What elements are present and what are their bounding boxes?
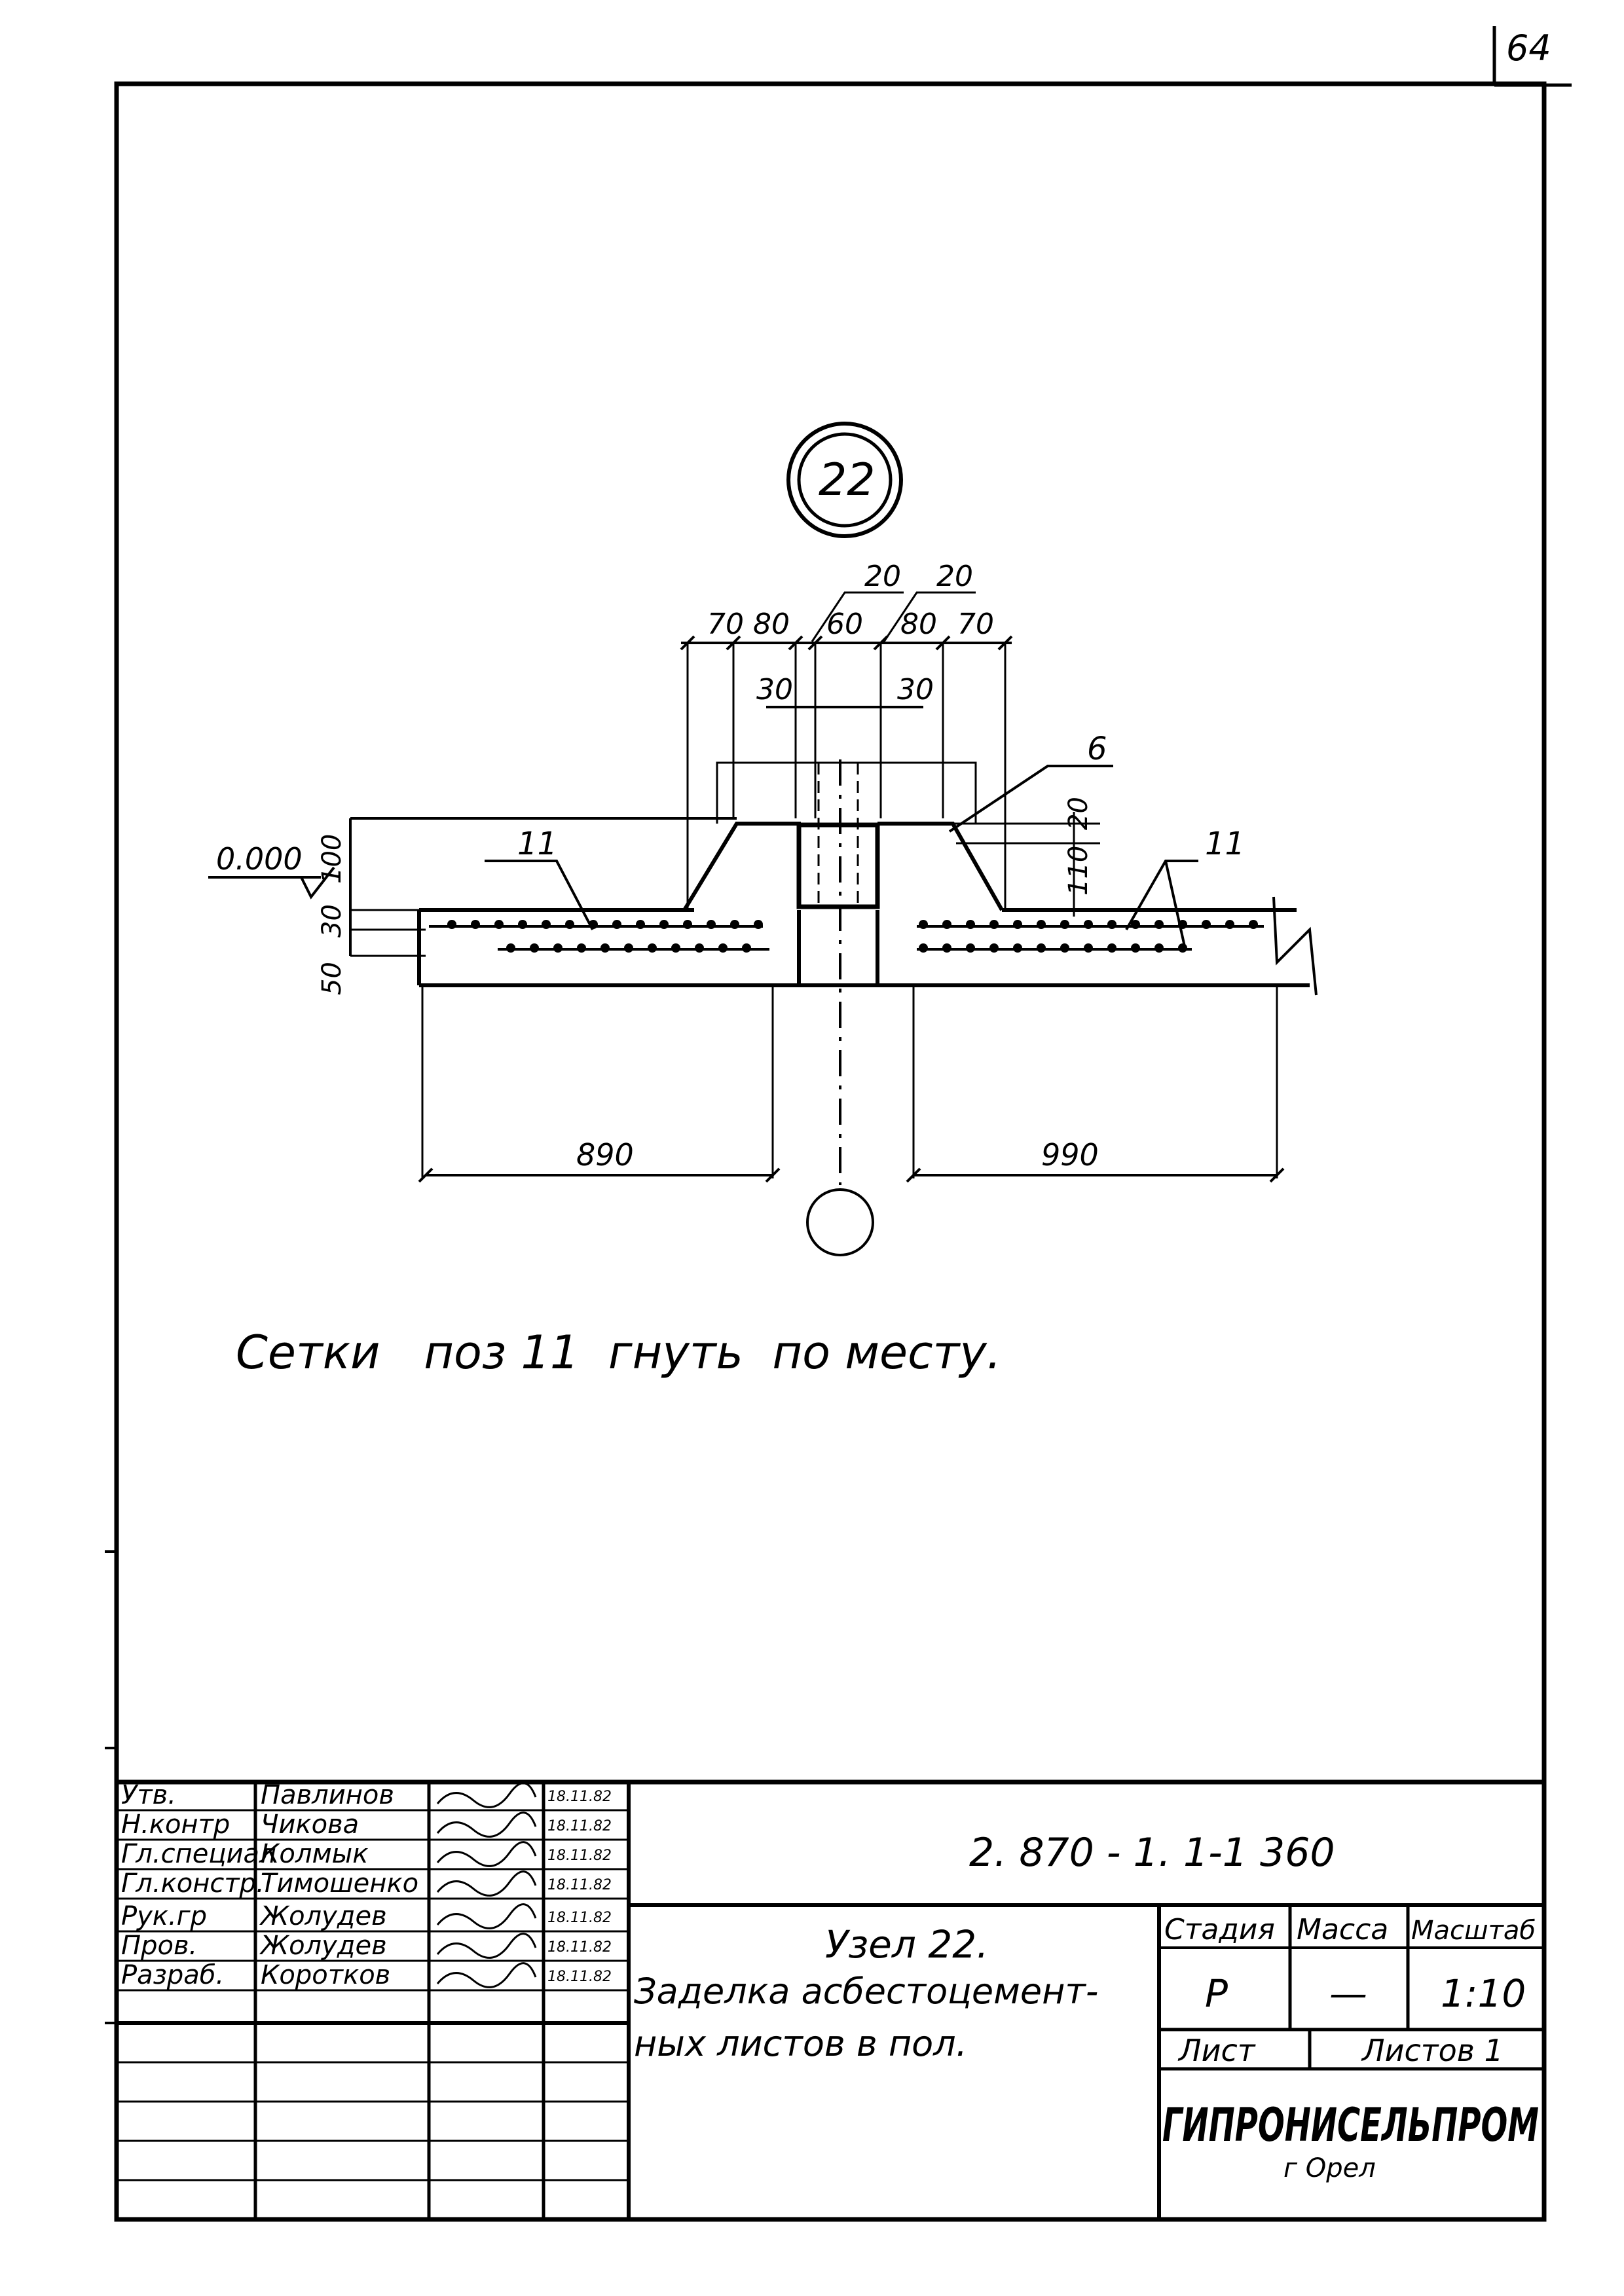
signature-mark xyxy=(436,1812,537,1838)
title-block-role: Утв. xyxy=(121,1780,176,1810)
title-block-date: 18.11.82 xyxy=(547,1939,612,1956)
level-mark xyxy=(208,817,737,956)
dim-990: 990 xyxy=(1041,1137,1099,1173)
drawing-frame xyxy=(114,81,1547,2222)
stage-value: Р xyxy=(1205,1971,1228,2016)
title-block-person: Тимошенко xyxy=(261,1868,418,1899)
title-block-date: 18.11.82 xyxy=(547,1818,612,1834)
left-elevation-ticks xyxy=(350,909,426,957)
title-block-dates: 18.11.82 18.11.82 18.11.82 18.11.82 18.11.82… xyxy=(547,1789,612,1985)
top-dimension-labels: 70 80 60 80 70 20 20 30 30 xyxy=(707,560,994,706)
signature-mark xyxy=(436,1933,537,1959)
dim-80-left: 80 xyxy=(753,608,790,641)
sheet-label: Лист xyxy=(1177,2033,1256,2068)
dim-60: 60 xyxy=(826,608,863,641)
dim-70-right: 70 xyxy=(957,608,994,641)
callout-leaders xyxy=(485,765,1198,950)
dim-890: 890 xyxy=(576,1137,634,1173)
title-block-roles: Утв.Н.контрГл.специалГл.констр.Рук.грПро… xyxy=(121,1780,276,1990)
signature-mark xyxy=(436,1782,537,1808)
top-20-leaders xyxy=(811,591,976,642)
title-block-role: Разраб. xyxy=(121,1960,224,1990)
scale-value: 1:10 xyxy=(1441,1971,1526,2016)
reinforcement-mesh xyxy=(447,920,1258,953)
title-block-role: Рук.гр xyxy=(121,1901,207,1931)
title-block-date: 18.11.82 xyxy=(547,1877,612,1893)
sheet-title-line1: Узел 22. xyxy=(825,1922,989,1967)
title-block-date: 18.11.82 xyxy=(547,1910,612,1926)
title-block-role: Гл.констр. xyxy=(121,1868,265,1899)
floor-section xyxy=(417,761,1318,996)
title-block-role: Н.контр xyxy=(121,1810,230,1840)
dimension-extension-lines xyxy=(421,643,1278,1178)
level-mark-label: 0.000 xyxy=(216,841,303,877)
title-block-person: Колмык xyxy=(261,1839,368,1869)
title-block-names: ПавлиновЧиковаКолмыкТимошенкоЖолудевЖолу… xyxy=(259,1780,418,1990)
dim-30-right: 30 xyxy=(897,673,934,706)
mass-value: — xyxy=(1329,1971,1367,2016)
mass-header: Масса xyxy=(1297,1913,1388,1946)
node-marker-label: 22 xyxy=(819,454,876,506)
scale-header: Масштаб xyxy=(1411,1916,1536,1946)
title-block-person: Жолудев xyxy=(259,1931,387,1961)
frame-binding-ticks xyxy=(105,1550,117,2024)
title-block-signatures xyxy=(436,1782,537,1988)
organization-city: г Орел xyxy=(1283,2153,1376,2183)
dim-20-left: 20 xyxy=(864,560,901,593)
stage-header: Стадия xyxy=(1164,1913,1275,1946)
sheet-number: 64 xyxy=(1506,27,1551,69)
callout-11-right: 11 xyxy=(1205,826,1245,862)
node-marker xyxy=(786,422,903,538)
title-block-date: 18.11.82 xyxy=(547,1969,612,1985)
elev-100: 100 xyxy=(317,834,347,884)
sheet-title-line3: ных листов в пол. xyxy=(634,2023,967,2064)
title-block-grid xyxy=(117,1779,1544,2219)
dim-80-right: 80 xyxy=(900,608,937,641)
title-block-rows xyxy=(117,1809,629,1992)
title-block-person: Жолудев xyxy=(259,1901,387,1931)
title-block-role: Пров. xyxy=(121,1931,197,1961)
elev-50: 50 xyxy=(317,962,347,995)
right-dim-20: 20 xyxy=(1063,797,1094,830)
top-dimension-line xyxy=(681,642,1012,708)
signature-mark xyxy=(436,1903,537,1929)
signature-mark xyxy=(436,1962,537,1988)
drawing-note: Сетки поз 11 гнуть по месту. xyxy=(236,1326,1001,1379)
signature-mark xyxy=(436,1841,537,1867)
document-code: 2. 870 - 1. 1-1 360 xyxy=(969,1830,1335,1876)
title-block-person: Павлинов xyxy=(261,1780,394,1810)
callout-11-left: 11 xyxy=(517,826,557,862)
organization-name: ГИПРОНИСЕЛЬПРОМ xyxy=(1162,2098,1539,2152)
axis-line xyxy=(806,759,874,1256)
right-dim-110: 110 xyxy=(1063,846,1094,896)
dim-70-left: 70 xyxy=(707,608,744,641)
dimension-ticks xyxy=(680,635,1013,651)
dim-20-right: 20 xyxy=(936,560,973,593)
right-elevation xyxy=(953,812,1100,917)
left-elevation-labels: 100 30 50 xyxy=(317,834,347,995)
callout-6: 6 xyxy=(1087,731,1107,767)
title-block-person: Чикова xyxy=(261,1810,359,1840)
title-block-date: 18.11.82 xyxy=(547,1848,612,1864)
bottom-dimension-lines xyxy=(418,1167,1285,1183)
mesh-lines xyxy=(429,925,1264,951)
signature-mark xyxy=(436,1870,537,1897)
title-block-person: Коротков xyxy=(261,1960,390,1990)
elev-30: 30 xyxy=(317,904,347,938)
dim-30-left: 30 xyxy=(756,673,793,706)
title-block-date: 18.11.82 xyxy=(547,1789,612,1805)
title-block-role: Гл.специал xyxy=(121,1839,276,1869)
sheets-label: Листов 1 xyxy=(1361,2033,1504,2068)
sheet-title-line2: Заделка асбестоцемент- xyxy=(634,1971,1098,2012)
